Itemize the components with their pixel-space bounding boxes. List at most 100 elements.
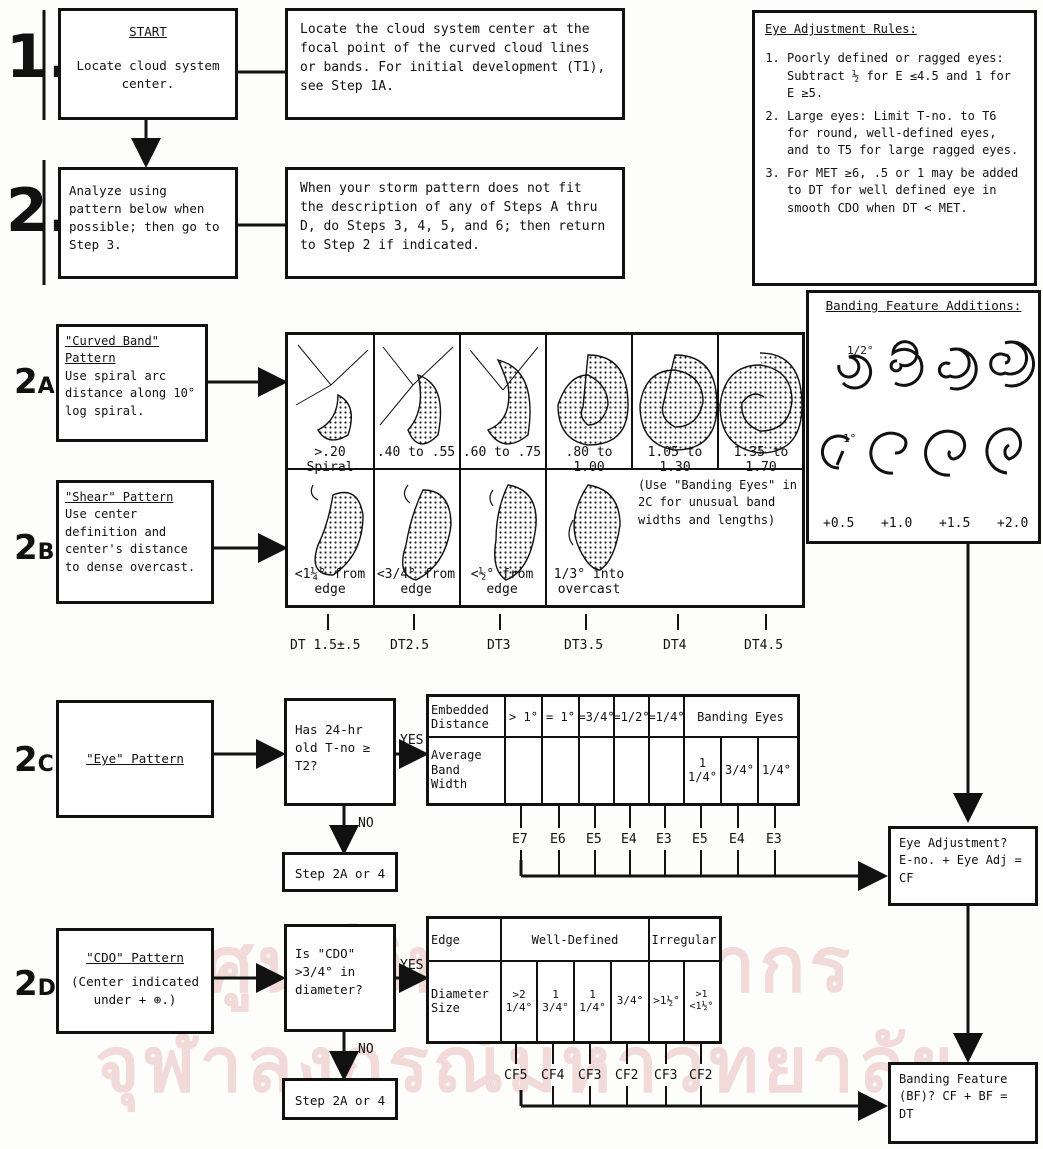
curved-band-body: Use spiral arc distance along 10° log sp… bbox=[65, 368, 199, 420]
e-tick-8 bbox=[774, 806, 776, 828]
step-2-note: When your storm pattern does not fit the… bbox=[300, 181, 605, 253]
shear-caption-2: <3/4° from edge bbox=[376, 567, 456, 597]
e-value-5: E3 bbox=[656, 832, 672, 847]
cdo-irregular: Irregular bbox=[649, 921, 719, 959]
dt-label-2: DT2.5 bbox=[390, 638, 429, 653]
dt-label-1: DT 1.5±.5 bbox=[290, 638, 360, 653]
step-2a-number: 2A bbox=[14, 362, 55, 402]
cdo-row1-label: Edge bbox=[431, 921, 501, 959]
cf-tick-5 bbox=[665, 1044, 667, 1064]
e-bottom-tick-2 bbox=[558, 850, 560, 876]
cdo-fallback-box: Step 2A or 4 bbox=[282, 1078, 398, 1120]
dt-label-3: DT3 bbox=[487, 638, 510, 653]
eye-fallback-box: Step 2A or 4 bbox=[282, 852, 398, 892]
dt-tick-2 bbox=[413, 614, 415, 630]
e-tick-3 bbox=[594, 806, 596, 828]
cdo-table: Edge Well-Defined Irregular Diameter Siz… bbox=[426, 916, 722, 1044]
step-2-box: Analyze using pattern below when possibl… bbox=[58, 167, 238, 279]
eye-rules-list: Poorly defined or ragged eyes: Subtract … bbox=[765, 50, 1024, 217]
eye-row1-label: Embedded Distance bbox=[431, 699, 503, 735]
e-bottom-tick-6 bbox=[700, 850, 702, 876]
e-value-1: E7 bbox=[512, 832, 528, 847]
dt-label-5: DT4 bbox=[663, 638, 686, 653]
cdo-size-2: 1 3/4° bbox=[537, 963, 574, 1039]
cf-tick-4 bbox=[626, 1044, 628, 1064]
spiral-caption-2: .40 to .55 bbox=[376, 445, 456, 460]
dt-tick-4 bbox=[585, 614, 587, 630]
shear-body: Use center definition and center's dista… bbox=[65, 506, 205, 576]
cf-bottom-tick-5 bbox=[665, 1086, 667, 1106]
eye-row2-label: Average Band Width bbox=[431, 739, 503, 801]
cdo-body: (Center indicated under + ⊕.) bbox=[67, 973, 203, 1009]
eye-dist-1: > 1° bbox=[505, 699, 542, 735]
cf-tick-2 bbox=[552, 1044, 554, 1064]
eye-adjustment-text: Eye Adjustment? E-no. + Eye Adj = CF bbox=[899, 836, 1022, 885]
eye-fallback: Step 2A or 4 bbox=[295, 866, 385, 881]
band-width-2: 3/4° bbox=[721, 739, 758, 801]
eye-question: Has 24-hr old T-no ≥ T2? bbox=[295, 722, 370, 773]
cf-value-3: CF3 bbox=[578, 1068, 601, 1083]
shear-pattern-box: "Shear" Pattern Use center definition an… bbox=[56, 480, 214, 604]
eye-pattern-title: "Eye" Pattern bbox=[86, 750, 184, 768]
spiral-caption-1: >.20 Spiral bbox=[290, 445, 370, 475]
eye-rule-2: Large eyes: Limit T-no. to T6 for round,… bbox=[787, 108, 1024, 160]
cf-tick-1 bbox=[515, 1044, 517, 1064]
step-2d-number: 2D bbox=[14, 964, 56, 1004]
cf-bottom-tick-3 bbox=[589, 1086, 591, 1106]
eye-rule-1: Poorly defined or ragged eyes: Subtract … bbox=[787, 50, 1024, 102]
eye-rule-3: For MET ≥6, .5 or 1 may be added to DT f… bbox=[787, 165, 1024, 217]
dt-tick-5 bbox=[677, 614, 679, 630]
e-tick-2 bbox=[558, 806, 560, 828]
cf-tick-6 bbox=[700, 1044, 702, 1064]
e-tick-4 bbox=[629, 806, 631, 828]
banding-title: Banding Feature Additions: bbox=[815, 297, 1032, 315]
cdo-question-box: Is "CDO" >3/4° in diameter? bbox=[284, 924, 396, 1032]
cdo-question: Is "CDO" >3/4° in diameter? bbox=[295, 946, 363, 997]
cdo-well-defined: Well-Defined bbox=[501, 921, 649, 959]
e-tick-5 bbox=[664, 806, 666, 828]
cdo-row2-label: Diameter Size bbox=[431, 963, 501, 1039]
cdo-title: "CDO" Pattern bbox=[67, 949, 203, 967]
banding-value-3: +1.5 bbox=[939, 515, 970, 534]
cf-tick-3 bbox=[589, 1044, 591, 1064]
eye-no-label: NO bbox=[358, 816, 374, 831]
shear-caption-3: <½° from edge bbox=[462, 567, 542, 597]
e-bottom-tick-3 bbox=[594, 850, 596, 876]
e-bottom-tick-8 bbox=[774, 850, 776, 876]
cdo-fallback: Step 2A or 4 bbox=[295, 1093, 385, 1108]
dt-label-6: DT4.5 bbox=[744, 638, 783, 653]
eye-pattern-box: "Eye" Pattern bbox=[56, 700, 214, 818]
eye-dist-3: =3/4° bbox=[579, 699, 614, 735]
eye-rules-title: Eye Adjustment Rules: bbox=[765, 21, 1024, 38]
e-value-3: E5 bbox=[586, 832, 602, 847]
eye-adjustment-rules-box: Eye Adjustment Rules: Poorly defined or … bbox=[752, 10, 1037, 286]
cdo-size-6: >1 <1½° bbox=[684, 963, 719, 1039]
cdo-pattern-box: "CDO" Pattern (Center indicated under + … bbox=[56, 928, 214, 1034]
step-2b-number: 2B bbox=[14, 528, 54, 568]
cdo-size-4: 3/4° bbox=[611, 963, 649, 1039]
e-bottom-tick-4 bbox=[629, 850, 631, 876]
banding-value-1: +0.5 bbox=[823, 515, 854, 534]
curved-band-title: "Curved Band" Pattern bbox=[65, 333, 199, 368]
step-2-body: Analyze using pattern below when possibl… bbox=[69, 183, 220, 252]
shear-title: "Shear" Pattern bbox=[65, 489, 205, 506]
banding-eyes-note: (Use "Banding Eyes" in 2C for unusual ba… bbox=[638, 477, 798, 529]
cf-value-2: CF4 bbox=[541, 1068, 564, 1083]
start-title: START bbox=[69, 23, 227, 41]
spiral-caption-6: 1.35 to 1.70 bbox=[718, 445, 804, 475]
e-value-4: E4 bbox=[621, 832, 637, 847]
step-1-start-box: START Locate cloud system center. bbox=[58, 8, 238, 120]
cdo-yes-label: YES bbox=[400, 958, 423, 973]
cdo-size-5: >1½° bbox=[649, 963, 684, 1039]
eye-table: Embedded Distance > 1° = 1° =3/4° =1/2° … bbox=[426, 694, 800, 806]
step-2-note-box: When your storm pattern does not fit the… bbox=[285, 167, 625, 279]
step-1-note: Locate the cloud system center at the fo… bbox=[300, 22, 605, 94]
eye-dist-2: = 1° bbox=[542, 699, 579, 735]
cf-value-1: CF5 bbox=[504, 1068, 527, 1083]
e-value-6: E5 bbox=[692, 832, 708, 847]
cdo-no-label: NO bbox=[358, 1042, 374, 1057]
banding-feature-additions-box: Banding Feature Additions: 1/2° 1° +0.5 … bbox=[806, 290, 1041, 544]
shear-caption-1: <1¼° from edge bbox=[290, 567, 370, 597]
cf-bottom-tick-6 bbox=[700, 1086, 702, 1106]
dt-tick-3 bbox=[499, 614, 501, 630]
